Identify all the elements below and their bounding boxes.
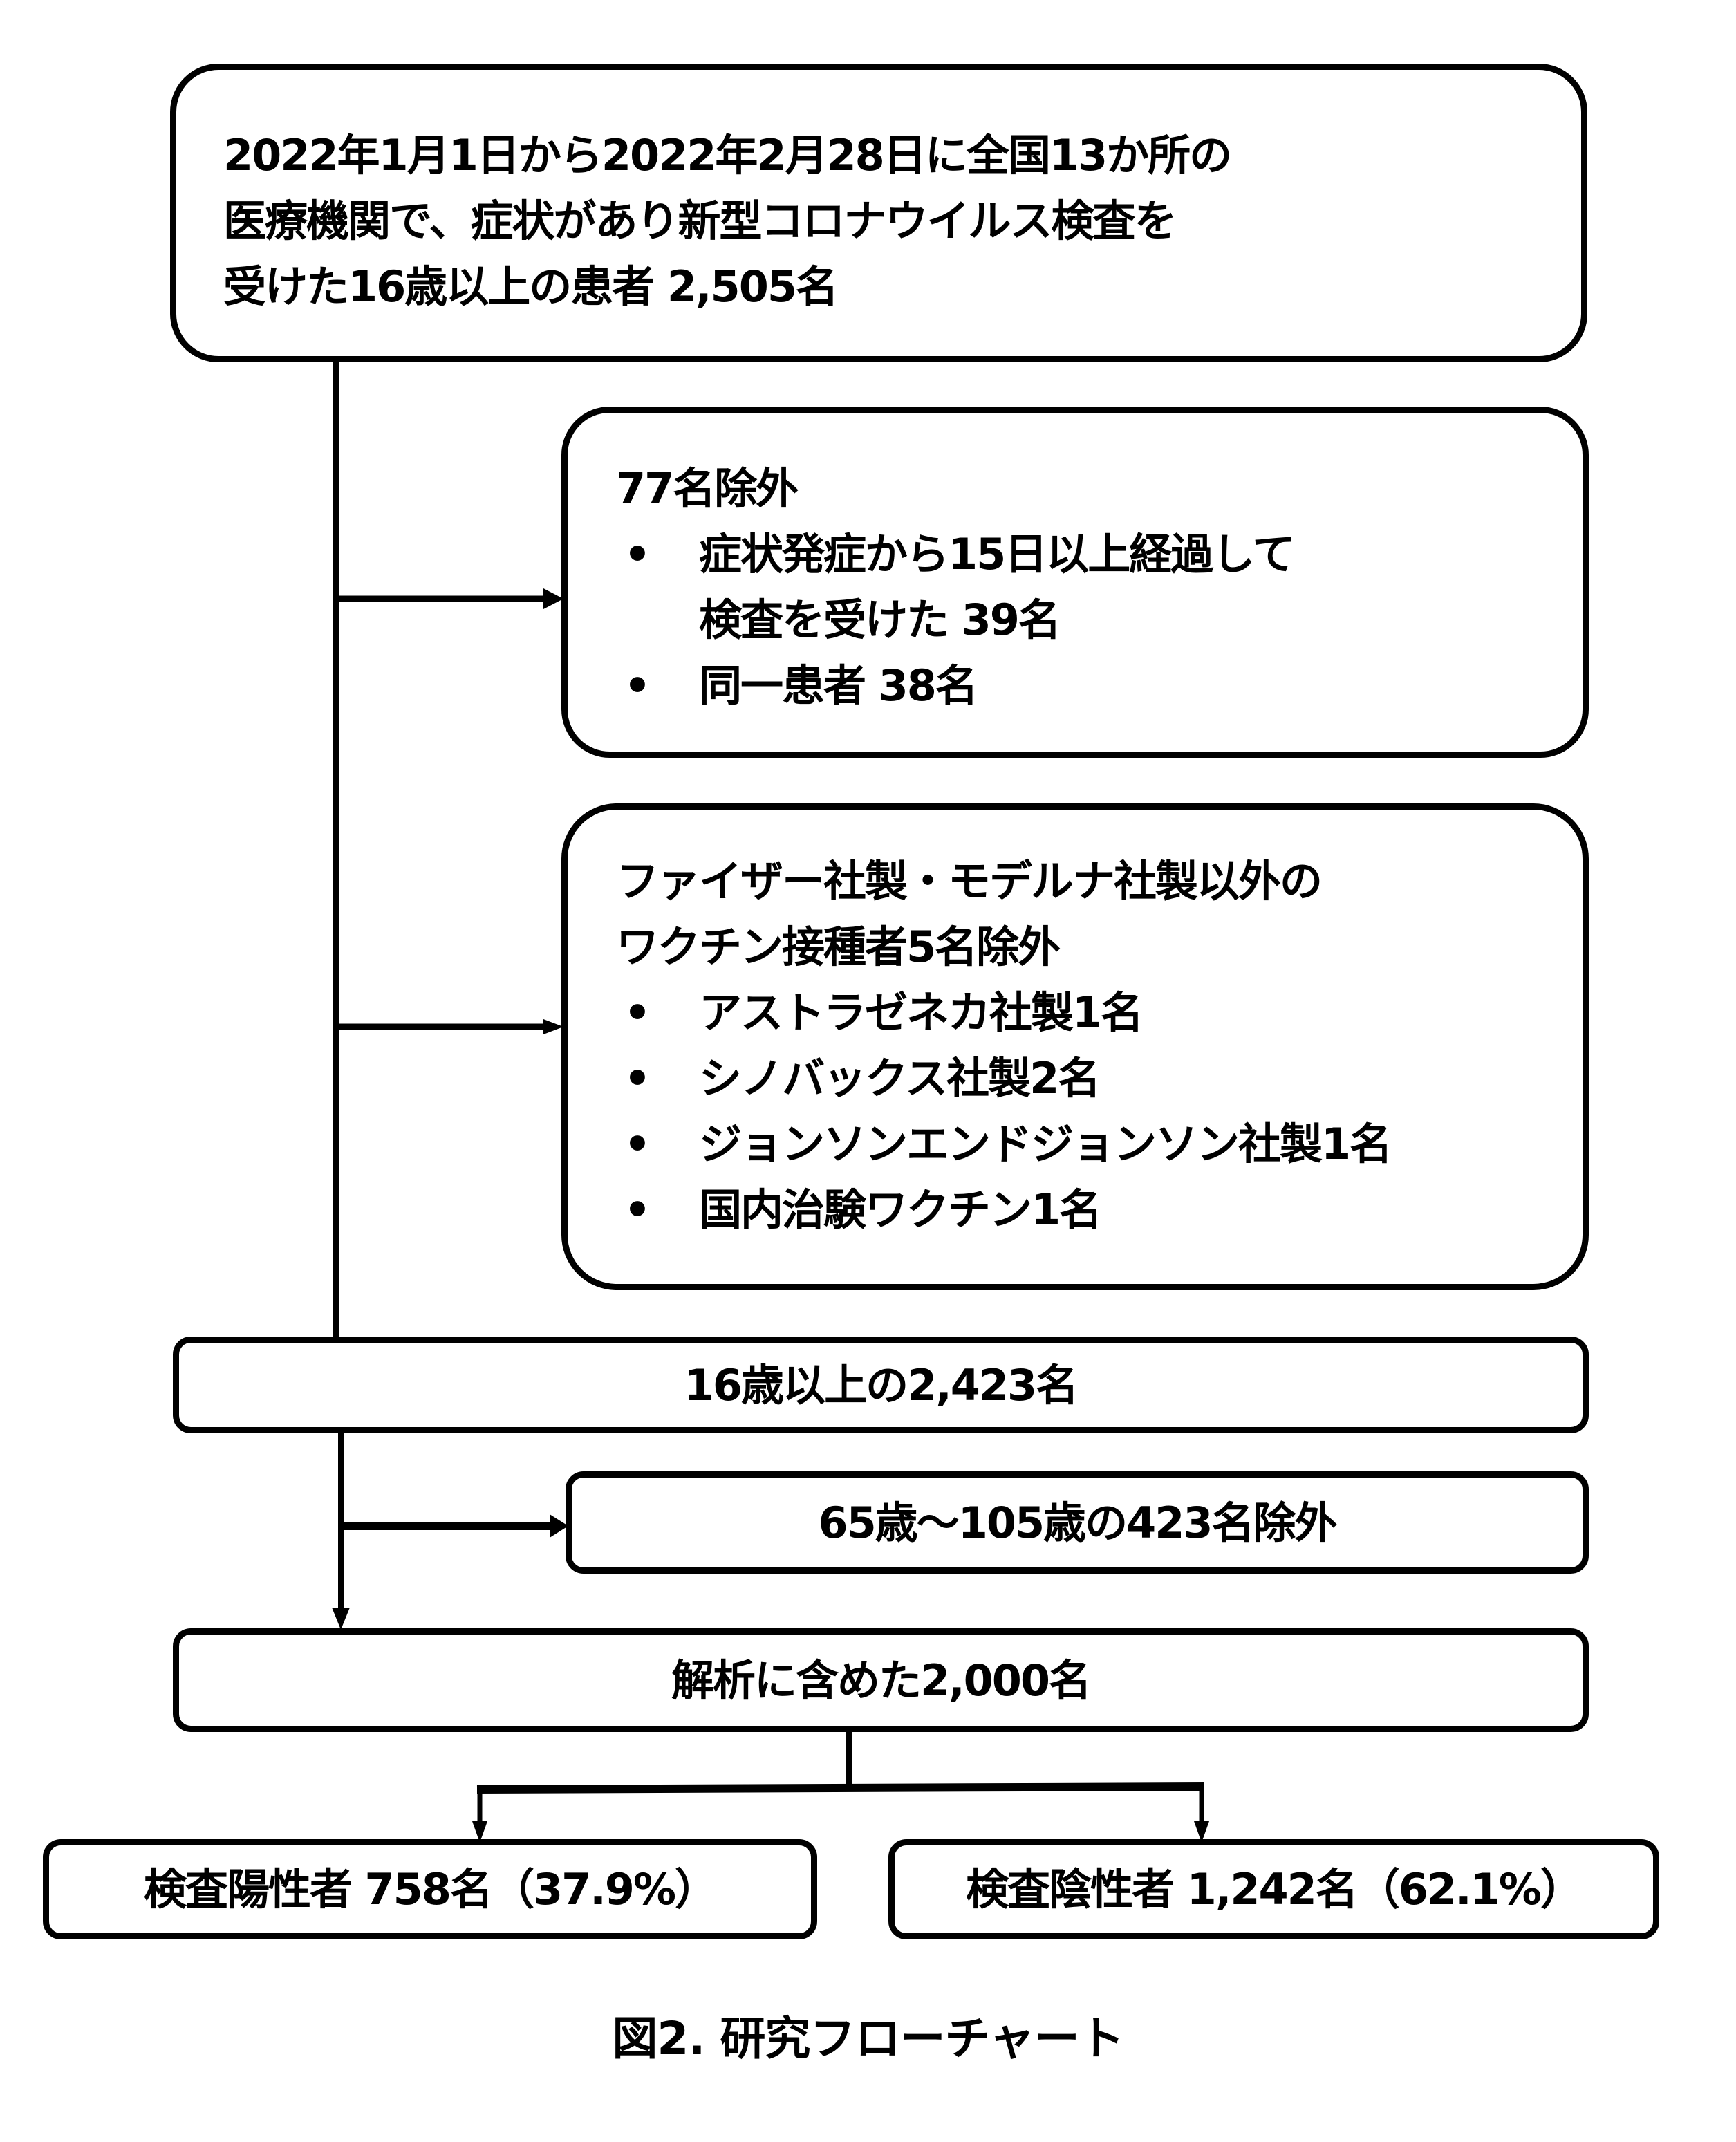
arrowhead-exclusion-1 <box>543 588 563 609</box>
analyzed-box: 解析に含めた2,000名 <box>173 1628 1589 1732</box>
exclusion-item: • 同一患者 38名 <box>616 653 1583 718</box>
exclusion-heading-line: ワクチン接種者5名除外 <box>616 922 1061 972</box>
arrowhead-exclusion-3 <box>550 1514 568 1538</box>
bullet-icon: • <box>624 1053 651 1103</box>
exclusion-item: • ジョンソンエンドジョンソン社製1名 <box>616 1111 1583 1177</box>
bullet-icon: • <box>624 987 651 1038</box>
negative-text: 検査陰性者 1,242名（62.1%） <box>966 1864 1583 1915</box>
bullet-icon: • <box>624 660 651 711</box>
eligible-box: 16歳以上の2,423名 <box>173 1337 1589 1433</box>
enrolled-line: 受けた16歳以上の患者 2,505名 <box>223 261 839 312</box>
eligible-text: 16歳以上の2,423名 <box>684 1359 1079 1410</box>
arrowhead-exclusion-2 <box>543 1019 563 1034</box>
bullet-icon: • <box>624 1119 651 1169</box>
enrolled-line: 医療機関で、症状があり新型コロナウイルス検査を <box>223 196 1177 246</box>
exclusion-heading: 77名除外 <box>616 463 799 514</box>
exclusion-age-text: 65歳～105歳の423名除外 <box>818 1497 1337 1548</box>
exclusion-item-line: 検査を受けた 39名 <box>699 595 1061 645</box>
exclusion-item: • アストラゼネカ社製1名 <box>616 980 1583 1045</box>
arrowhead-negative <box>1194 1821 1209 1843</box>
positive-box: 検査陽性者 758名（37.9%） <box>43 1839 817 1939</box>
exclusion-heading-line: ファイザー社製・モデルナ社製以外の <box>616 856 1323 906</box>
bullet-icon: • <box>624 1184 651 1235</box>
bullet-icon: • <box>624 529 651 579</box>
exclusion-item-text: アストラゼネカ社製1名 <box>699 987 1144 1038</box>
figure-caption: 図2. 研究フローチャート <box>612 2012 1124 2065</box>
exclusion-item: • シノバックス社製2名 <box>616 1045 1583 1111</box>
exclusion-box-vaccine: ファイザー社製・モデルナ社製以外の ワクチン接種者5名除外 • アストラゼネカ社… <box>561 803 1589 1290</box>
arrowhead-to-analyzed <box>332 1608 350 1630</box>
exclusion-item: • 国内治験ワクチン1名 <box>616 1177 1583 1242</box>
exclusion-item-line: 症状発症から15日以上経過して <box>699 529 1295 579</box>
exclusion-item-text: シノバックス社製2名 <box>699 1053 1101 1103</box>
exclusion-box-77: 77名除外 • 症状発症から15日以上経過して 検査を受けた 39名 • 同一患… <box>561 407 1589 758</box>
exclusion-item-line: 同一患者 38名 <box>699 660 978 711</box>
enrolled-line: 2022年1月1日から2022年2月28日に全国13か所の <box>223 130 1232 180</box>
negative-box: 検査陰性者 1,242名（62.1%） <box>888 1839 1659 1939</box>
exclusion-item: • 症状発症から15日以上経過して 検査を受けた 39名 <box>616 521 1583 653</box>
positive-text: 検査陽性者 758名（37.9%） <box>143 1864 718 1915</box>
enrolled-box: 2022年1月1日から2022年2月28日に全国13か所の 医療機関で、症状があ… <box>170 64 1587 362</box>
analyzed-text: 解析に含めた2,000名 <box>671 1655 1092 1706</box>
split-bar <box>476 1782 1205 1794</box>
exclusion-item-text: 国内治験ワクチン1名 <box>699 1184 1102 1235</box>
exclusion-box-age: 65歳～105歳の423名除外 <box>566 1471 1589 1574</box>
arrowhead-positive <box>472 1821 487 1843</box>
exclusion-item-text: ジョンソンエンドジョンソン社製1名 <box>699 1119 1392 1169</box>
